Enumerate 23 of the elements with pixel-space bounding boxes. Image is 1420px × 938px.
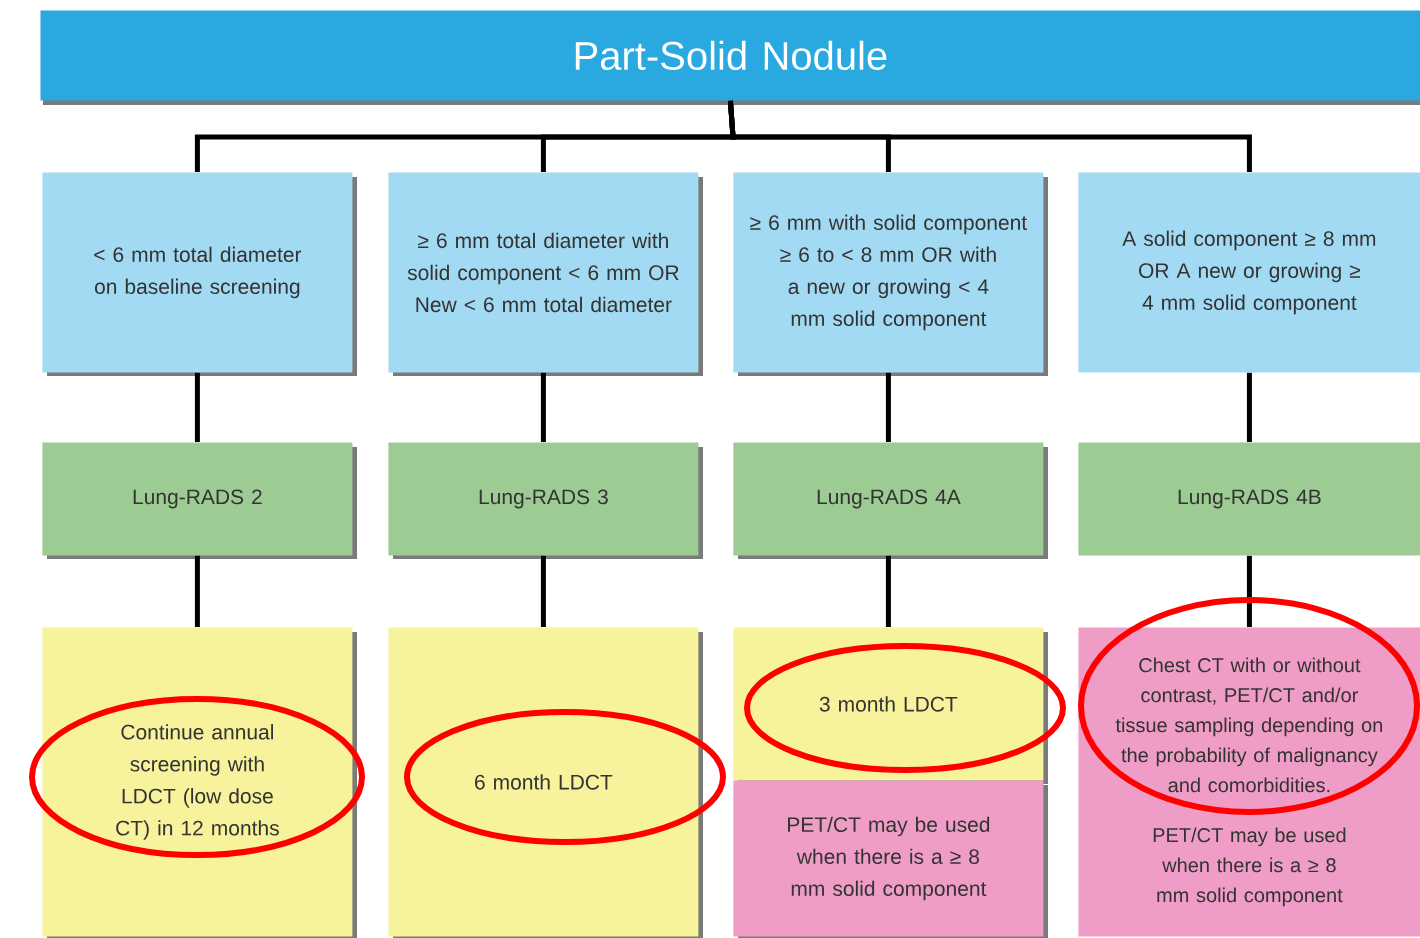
connector-line [1246, 372, 1252, 442]
management-box: 3 month LDCT [733, 627, 1048, 784]
connector-line [194, 372, 200, 442]
connector-line [885, 555, 891, 627]
management-box: Continue annual screening with LDCT (low dose CT) in 12 months [42, 627, 357, 938]
connector-line [540, 555, 546, 627]
category-box: Lung-RADS 4A [733, 442, 1048, 559]
connector-line [1246, 555, 1252, 627]
connector-line [885, 372, 891, 442]
management-box: Chest CT with or without contrast, PET/CT and/or tissue sampling depending on the probability of malignancy and comorbidities. PET/CT may be used when there is a ≥ 8 mm solid component [1078, 627, 1420, 937]
category-box: Lung-RADS 4B [1078, 442, 1420, 556]
criteria-box: A solid component ≥ 8 mm OR A new or growing ≥ 4 mm solid component [1078, 172, 1420, 373]
criteria-box: ≥ 6 mm with solid component ≥ 6 to < 8 mm OR with a new or growing < 4 mm solid component [733, 172, 1048, 376]
category-box: Lung-RADS 2 [42, 442, 357, 559]
category-box: Lung-RADS 3 [388, 442, 703, 559]
connector-line [194, 555, 200, 627]
connector-line [540, 372, 546, 442]
criteria-box: ≥ 6 mm total diameter with solid component < 6 mm OR New < 6 mm total diameter [388, 172, 703, 376]
criteria-box: < 6 mm total diameter on baseline screening [42, 172, 357, 376]
management-box: PET/CT may be used when there is a ≥ 8 mm solid component [733, 780, 1048, 938]
title-banner: Part-Solid Nodule [40, 10, 1420, 105]
connector-line [727, 100, 1252, 172]
management-box: 6 month LDCT [388, 627, 703, 938]
